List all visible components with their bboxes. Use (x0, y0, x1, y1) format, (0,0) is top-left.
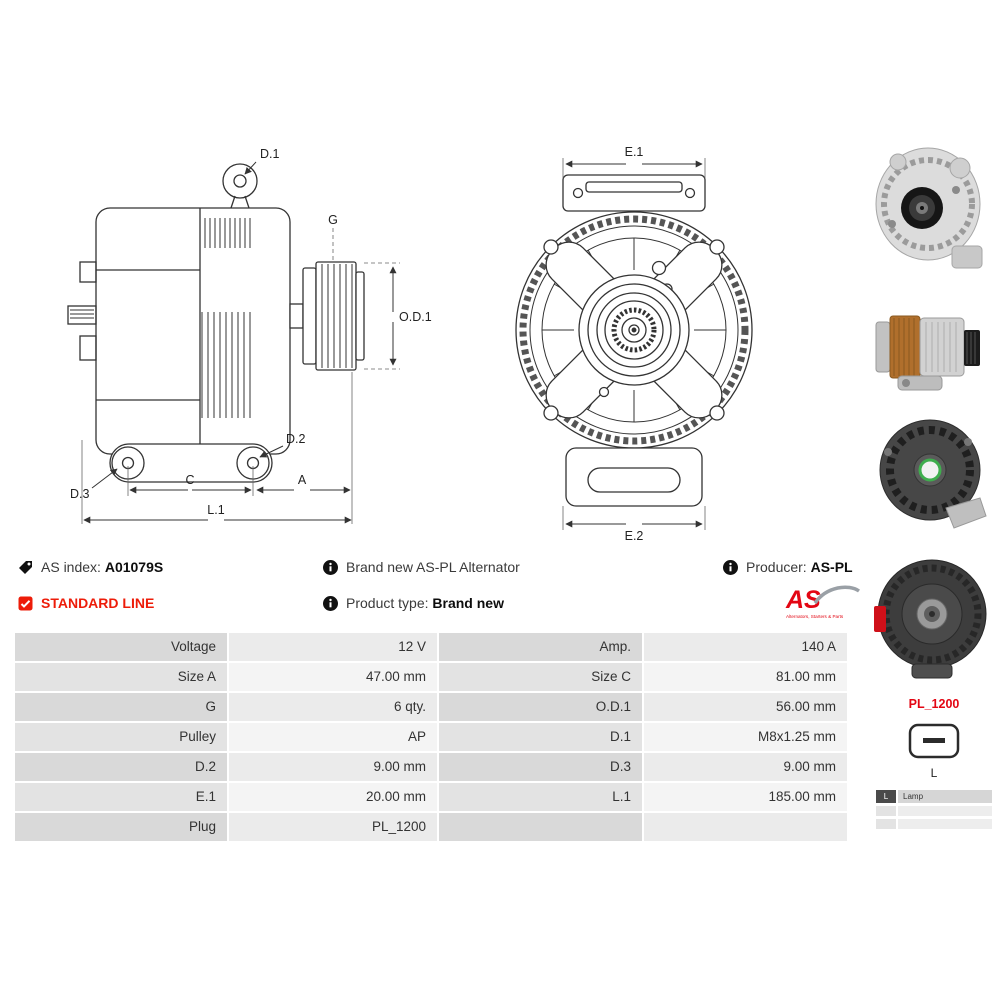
as-index: AS index: A01079S (18, 557, 163, 577)
product-type: Product type: Brand new (323, 593, 504, 613)
spec-label: O.D.1 (439, 693, 642, 721)
front-dimension-lines (565, 160, 703, 528)
legend-name: Lamp (898, 790, 992, 803)
brand-new-note: Brand new AS-PL Alternator (323, 557, 520, 577)
logo-subtext: Alternators, Starters & Parts (786, 614, 844, 619)
spec-label: Plug (15, 813, 227, 841)
legend-row-empty (876, 819, 992, 829)
brand-new-text: Brand new AS-PL Alternator (346, 559, 520, 575)
product-photo-1 (868, 138, 1000, 278)
spec-value: PL_1200 (229, 813, 437, 841)
spec-label: G (15, 693, 227, 721)
spec-label: L.1 (439, 783, 642, 811)
side-dimension-lines (83, 161, 397, 524)
spec-label (439, 813, 642, 841)
tag-icon (19, 560, 32, 574)
spec-label: D.3 (439, 753, 642, 781)
spec-value: 6 qty. (229, 693, 437, 721)
spec-value: 140 A (644, 633, 847, 661)
checkbox-icon (18, 596, 33, 610)
spec-label: D.1 (439, 723, 642, 751)
spec-value: 47.00 mm (229, 663, 437, 691)
dim-label-l1: L.1 (207, 503, 224, 517)
dim-label-e2: E.2 (625, 529, 644, 543)
front-view (515, 174, 753, 507)
plug-code: PL_1200 (908, 697, 960, 711)
dim-label-e1: E.1 (625, 145, 644, 159)
spec-label: Amp. (439, 633, 642, 661)
dim-label-d1: D.1 (260, 147, 280, 161)
spec-label: Pulley (15, 723, 227, 751)
legend-row-empty (876, 806, 992, 816)
producer-label: Producer: (746, 559, 807, 575)
spec-value: 56.00 mm (644, 693, 847, 721)
legend-key: L (876, 790, 896, 803)
info-icon (723, 559, 738, 575)
spec-label: D.2 (15, 753, 227, 781)
info-icon (323, 559, 338, 575)
spec-value: M8x1.25 mm (644, 723, 847, 751)
side-dimension-labels: D.1 G O.D.1 D.2 D.3 C A L.1 (70, 147, 432, 517)
info-icon (323, 595, 338, 611)
spec-value: 12 V (229, 633, 437, 661)
product-photo-2 (868, 288, 1000, 406)
product-type-value: Brand new (432, 595, 504, 611)
legend-bar (876, 806, 896, 816)
spec-label: Size A (15, 663, 227, 691)
dim-label-d2: D.2 (286, 432, 306, 446)
plug-pin-label: L (930, 766, 938, 780)
producer-value: AS-PL (810, 559, 853, 575)
spec-table: Voltage 12 V Amp. 140 A Size A 47.00 mm … (15, 633, 847, 841)
front-extension-lines (562, 158, 706, 530)
technical-drawing: D.1 G O.D.1 D.2 D.3 C A L.1 (67, 145, 753, 543)
spec-value: 9.00 mm (229, 753, 437, 781)
side-extension-lines (81, 228, 400, 524)
side-view (67, 163, 365, 483)
producer-text: Producer: AS-PL (746, 559, 853, 575)
as-index-label: AS index: (41, 559, 101, 575)
standard-line-text: STANDARD LINE (41, 595, 155, 611)
spec-value: 81.00 mm (644, 663, 847, 691)
spec-value: 9.00 mm (644, 753, 847, 781)
product-photo-3 (868, 412, 1000, 536)
spec-value (644, 813, 847, 841)
standard-line: STANDARD LINE (18, 593, 154, 613)
plug-icon (908, 723, 960, 759)
pin-legend: L Lamp (876, 790, 992, 832)
logo-text: AS (785, 586, 821, 614)
dim-label-g: G (328, 213, 338, 227)
legend-bar (898, 819, 992, 829)
plug-pictogram (868, 722, 1000, 760)
as-index-value: A01079S (104, 559, 164, 575)
producer: Producer: AS-PL (723, 557, 853, 577)
spec-value: 185.00 mm (644, 783, 847, 811)
as-index-text: AS index: A01079S (41, 559, 163, 575)
spec-label: Size C (439, 663, 642, 691)
spec-value: AP (229, 723, 437, 751)
product-photo-4 (868, 548, 1000, 690)
legend-bar (876, 819, 896, 829)
product-type-text: Product type: Brand new (346, 595, 504, 611)
front-dimension-labels: E.1 E.2 (625, 145, 644, 543)
dim-label-a: A (298, 473, 307, 487)
spec-label: Voltage (15, 633, 227, 661)
legend-row: L Lamp (876, 790, 992, 803)
dim-label-od1: O.D.1 (399, 310, 432, 324)
dim-label-c: C (185, 473, 194, 487)
spec-value: 20.00 mm (229, 783, 437, 811)
dim-label-d3: D.3 (70, 487, 90, 501)
product-type-label: Product type: (346, 595, 429, 611)
spec-label: E.1 (15, 783, 227, 811)
as-pl-logo: AS Alternators, Starters & Parts (785, 585, 861, 619)
legend-bar (898, 806, 992, 816)
